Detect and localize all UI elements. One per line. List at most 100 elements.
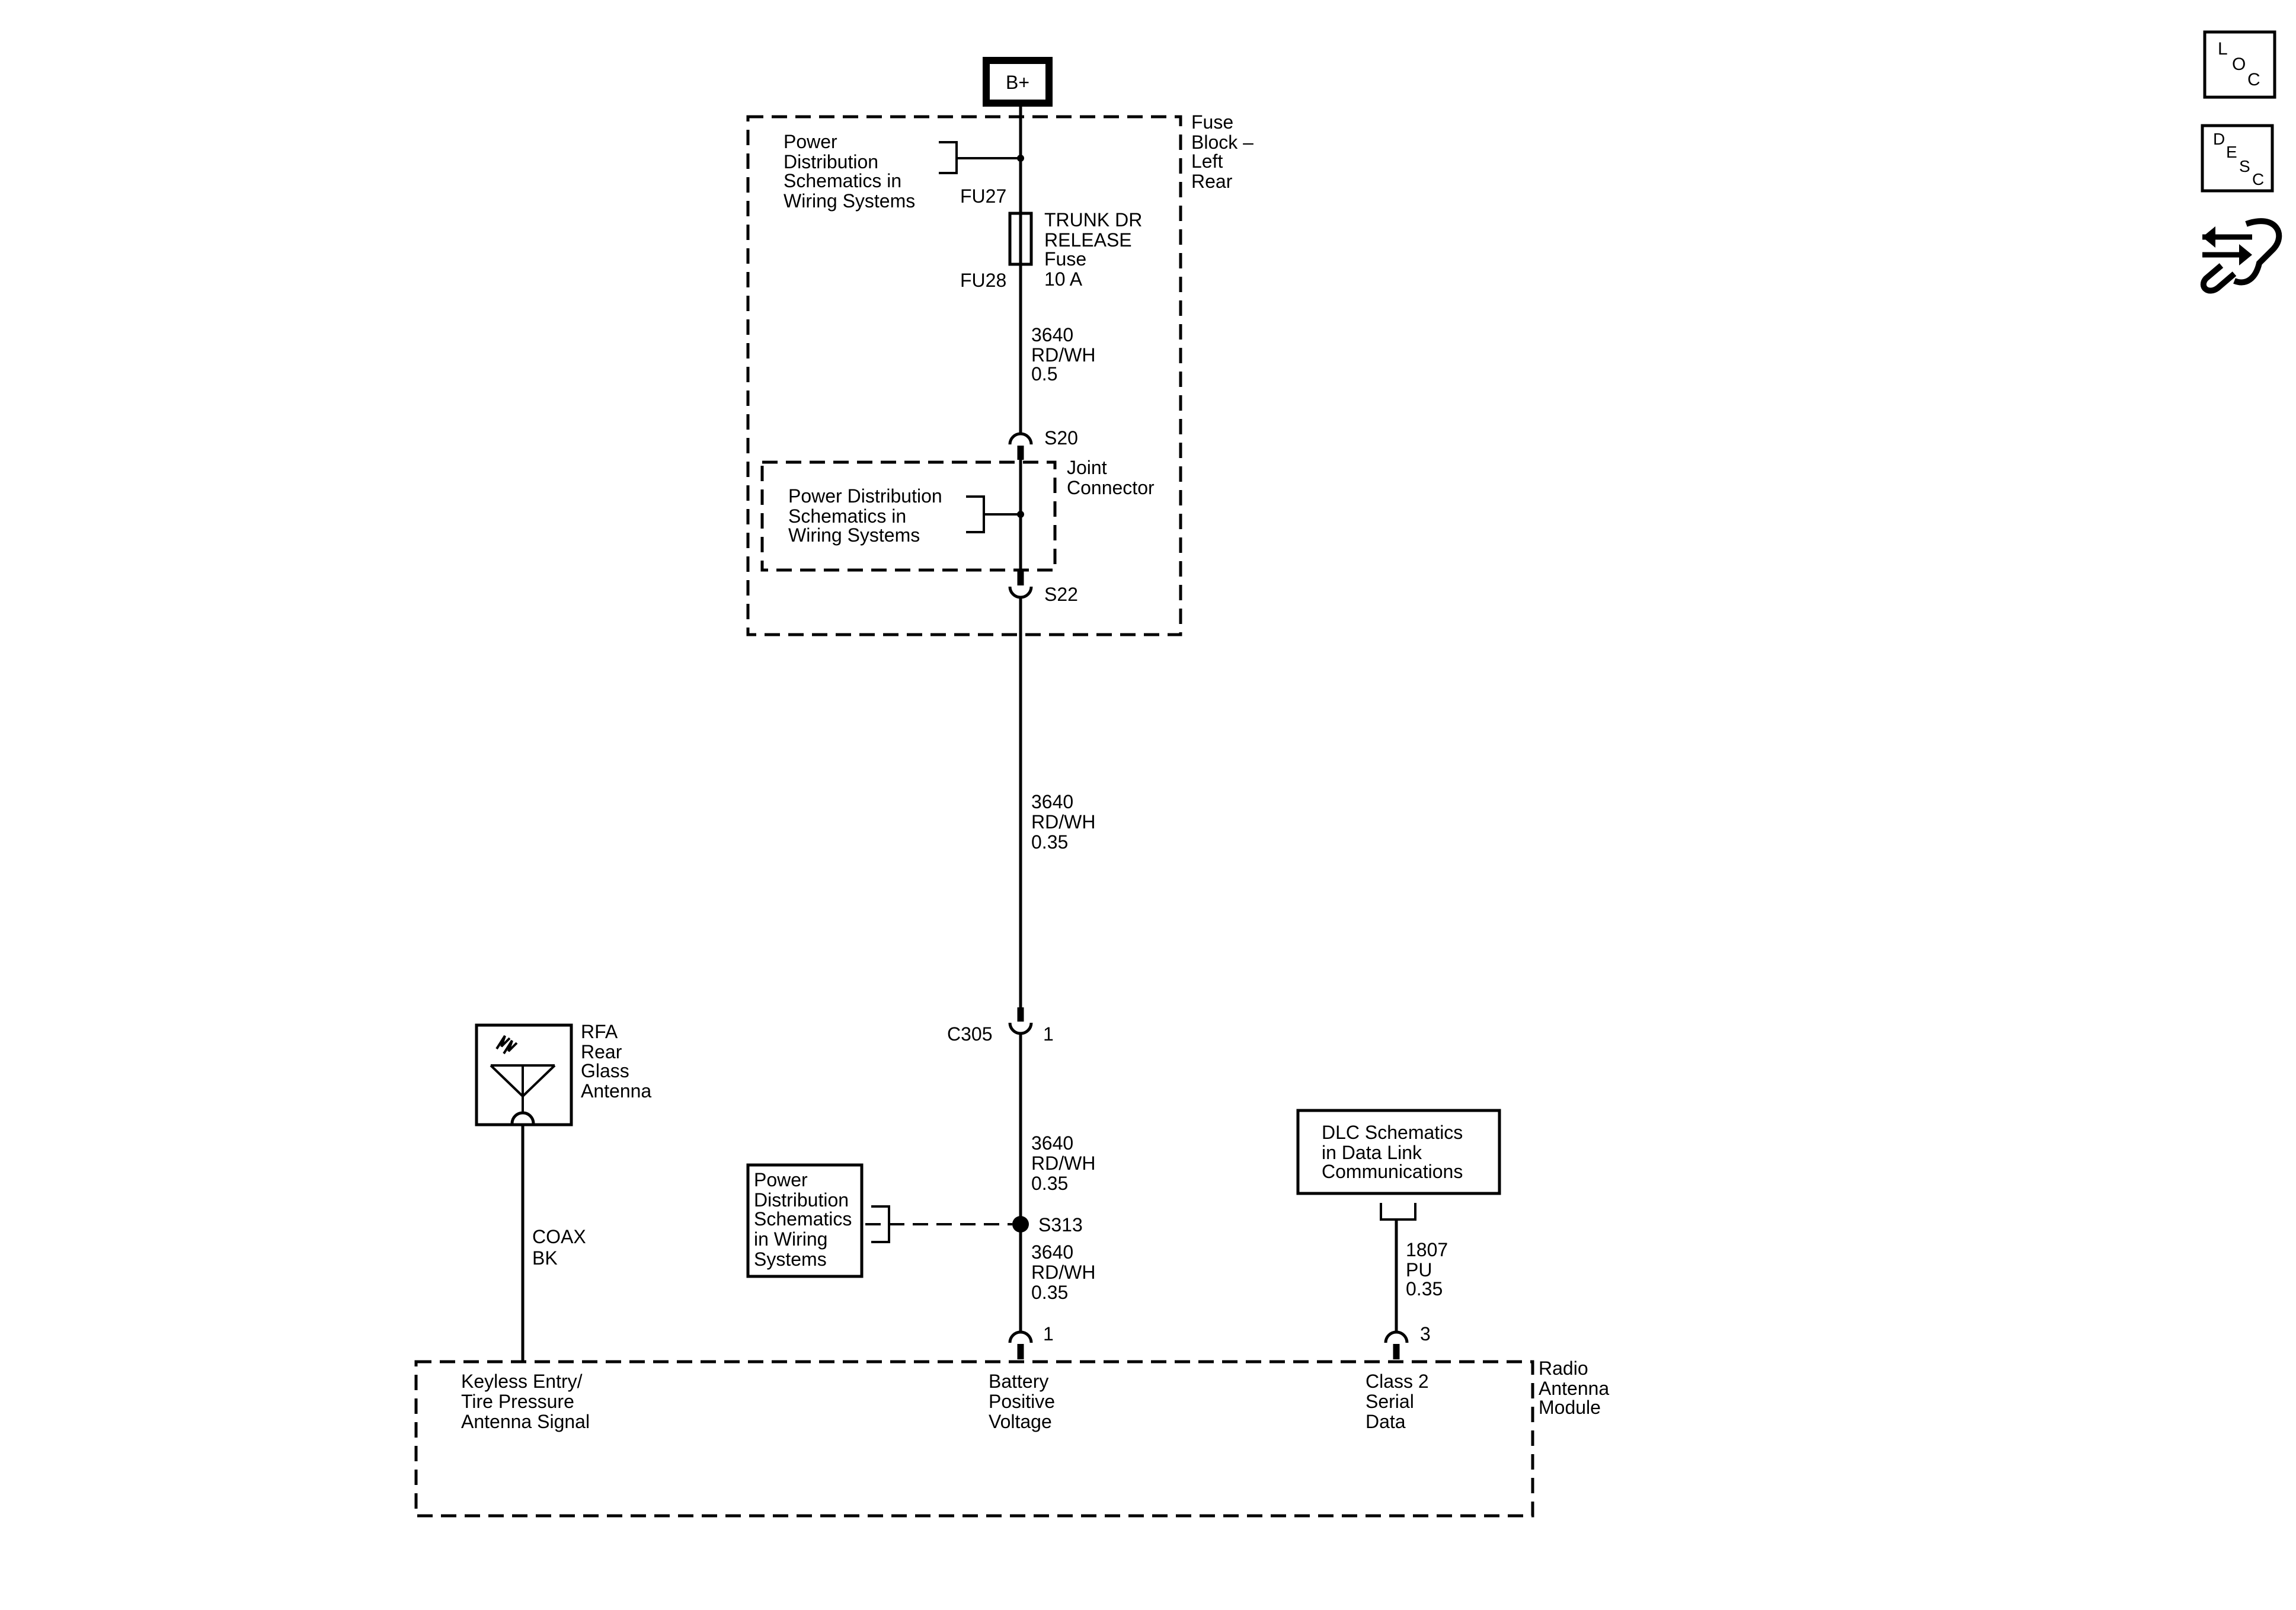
- svg-text:Left: Left: [1191, 151, 1223, 172]
- svg-text:C: C: [2247, 70, 2260, 89]
- svg-text:0.35: 0.35: [1031, 1173, 1068, 1194]
- svg-text:PU: PU: [1406, 1259, 1432, 1281]
- svg-text:Antenna: Antenna: [581, 1080, 651, 1102]
- svg-text:Distribution: Distribution: [754, 1189, 849, 1211]
- svg-text:in Data Link: in Data Link: [1322, 1142, 1422, 1163]
- svg-text:3640: 3640: [1031, 1241, 1073, 1263]
- supply-label: B+: [1006, 72, 1029, 93]
- svg-text:S20: S20: [1044, 427, 1078, 449]
- circuit-keyless-entry: Keyless Entry/ Tire Pressure Antenna Sig…: [461, 1371, 590, 1432]
- desc-button[interactable]: D E S C: [2201, 124, 2274, 193]
- svg-text:Wiring Systems: Wiring Systems: [788, 524, 920, 546]
- svg-text:Wiring Systems: Wiring Systems: [784, 190, 915, 212]
- svg-text:Glass: Glass: [581, 1060, 629, 1081]
- battery-supply-terminal: B+: [983, 57, 1053, 107]
- svg-text:3640: 3640: [1031, 324, 1073, 345]
- module-pin-1: 1: [1008, 1323, 1054, 1359]
- svg-text:Battery: Battery: [989, 1371, 1048, 1392]
- svg-text:Antenna: Antenna: [1539, 1378, 1609, 1399]
- fuse-block-power-ref-top: Power Distribution Schematics in Wiring …: [784, 131, 1024, 212]
- svg-text:Connector: Connector: [1067, 477, 1155, 498]
- splice-s20: S20: [1008, 427, 1078, 460]
- svg-text:Schematics in: Schematics in: [784, 170, 901, 191]
- svg-text:S22: S22: [1044, 584, 1078, 605]
- svg-text:S: S: [2239, 157, 2250, 175]
- svg-text:RD/WH: RD/WH: [1031, 1262, 1095, 1283]
- splice-power-ref: Power Distribution Schematics in Wiring …: [746, 1163, 890, 1278]
- svg-text:Fuse: Fuse: [1191, 111, 1233, 133]
- wire-label-3640-0.5: 3640 RD/WH 0.5: [1031, 324, 1095, 385]
- radio-antenna-module-outline: [414, 1360, 1534, 1518]
- wire-label-1807-pu: 1807 PU 0.35: [1406, 1239, 1448, 1299]
- tool-icon[interactable]: [2200, 218, 2282, 294]
- wire-label-3640-0.35-a: 3640 RD/WH 0.35: [1031, 791, 1095, 853]
- svg-text:S313: S313: [1038, 1214, 1083, 1235]
- svg-text:Data: Data: [1366, 1411, 1406, 1432]
- wire-label-3640-0.35-b: 3640 RD/WH 0.35: [1031, 1132, 1095, 1194]
- svg-text:Radio: Radio: [1539, 1358, 1588, 1379]
- svg-text:10 A: 10 A: [1044, 268, 1083, 290]
- svg-text:Rear: Rear: [1191, 171, 1233, 192]
- svg-text:Fuse: Fuse: [1044, 248, 1086, 270]
- svg-text:Module: Module: [1539, 1397, 1601, 1418]
- svg-text:Class 2: Class 2: [1366, 1371, 1429, 1392]
- svg-text:3640: 3640: [1031, 1132, 1073, 1154]
- svg-text:Positive: Positive: [989, 1391, 1055, 1412]
- svg-text:Schematics: Schematics: [754, 1208, 852, 1230]
- svg-text:Power: Power: [754, 1169, 808, 1190]
- splice-s313: S313: [865, 1214, 1083, 1235]
- svg-text:C: C: [2252, 170, 2264, 188]
- trunk-release-fuse: FU27 FU28 TRUNK DR RELEASE Fuse 10 A: [960, 185, 1142, 291]
- dlc-schematics-ref: DLC Schematics in Data Link Communicatio…: [1296, 1109, 1501, 1221]
- svg-text:Joint: Joint: [1067, 457, 1107, 478]
- svg-text:in Wiring: in Wiring: [754, 1228, 827, 1250]
- loc-button[interactable]: L O C: [2203, 30, 2276, 99]
- svg-text:Block –: Block –: [1191, 132, 1253, 153]
- fuse-block-outline: [746, 115, 1182, 636]
- splice-s22: S22: [1008, 570, 1078, 605]
- svg-text:E: E: [2226, 143, 2237, 161]
- svg-text:Antenna Signal: Antenna Signal: [461, 1411, 590, 1432]
- svg-text:0.35: 0.35: [1031, 1282, 1068, 1303]
- svg-text:Serial: Serial: [1366, 1391, 1414, 1412]
- svg-text:Distribution: Distribution: [784, 151, 878, 172]
- coax-cable-label: COAX BK: [532, 1226, 586, 1269]
- svg-text:Power Distribution: Power Distribution: [788, 485, 942, 507]
- svg-text:RELEASE: RELEASE: [1044, 229, 1132, 251]
- joint-connector-outline: [760, 460, 1057, 572]
- svg-text:D: D: [2213, 130, 2225, 148]
- rfa-antenna: RFA Rear Glass Antenna: [475, 1021, 651, 1126]
- svg-text:DLC Schematics: DLC Schematics: [1322, 1122, 1463, 1143]
- svg-text:C305: C305: [947, 1023, 993, 1045]
- joint-connector-power-ref: Power Distribution Schematics in Wiring …: [788, 485, 1024, 546]
- svg-text:RFA: RFA: [581, 1021, 618, 1042]
- fuse-block-label: Fuse Block – Left Rear: [1191, 111, 1253, 192]
- fuse-pin-in: FU27: [960, 185, 1006, 207]
- svg-text:L: L: [2218, 39, 2228, 59]
- svg-text:Keyless Entry/: Keyless Entry/: [461, 1371, 583, 1392]
- svg-text:0.35: 0.35: [1406, 1278, 1443, 1299]
- svg-text:1807: 1807: [1406, 1239, 1448, 1260]
- svg-text:Schematics in: Schematics in: [788, 505, 906, 527]
- svg-text:Power: Power: [784, 131, 837, 152]
- circuit-class2-serial: Class 2 Serial Data: [1366, 1371, 1429, 1432]
- antenna-icon: [490, 1035, 556, 1114]
- radio-antenna-module-label: Radio Antenna Module: [1539, 1358, 1609, 1418]
- svg-text:BK: BK: [532, 1247, 558, 1269]
- svg-text:Tire Pressure: Tire Pressure: [461, 1391, 574, 1412]
- svg-text:1: 1: [1043, 1323, 1054, 1345]
- svg-text:RD/WH: RD/WH: [1031, 811, 1095, 833]
- connector-c305: C305 1: [947, 1007, 1054, 1045]
- module-pin-3: 3: [1384, 1323, 1431, 1359]
- svg-text:COAX: COAX: [532, 1226, 586, 1247]
- svg-text:0.35: 0.35: [1031, 831, 1068, 853]
- circuit-battery-positive: Battery Positive Voltage: [989, 1371, 1055, 1432]
- svg-text:O: O: [2232, 55, 2246, 74]
- svg-text:Communications: Communications: [1322, 1161, 1463, 1182]
- svg-text:1: 1: [1043, 1023, 1054, 1045]
- wire-label-3640-0.35-c: 3640 RD/WH 0.35: [1031, 1241, 1095, 1303]
- svg-text:Rear: Rear: [581, 1041, 622, 1062]
- fuse-pin-out: FU28: [960, 270, 1006, 291]
- svg-text:0.5: 0.5: [1031, 363, 1057, 385]
- svg-text:3640: 3640: [1031, 791, 1073, 812]
